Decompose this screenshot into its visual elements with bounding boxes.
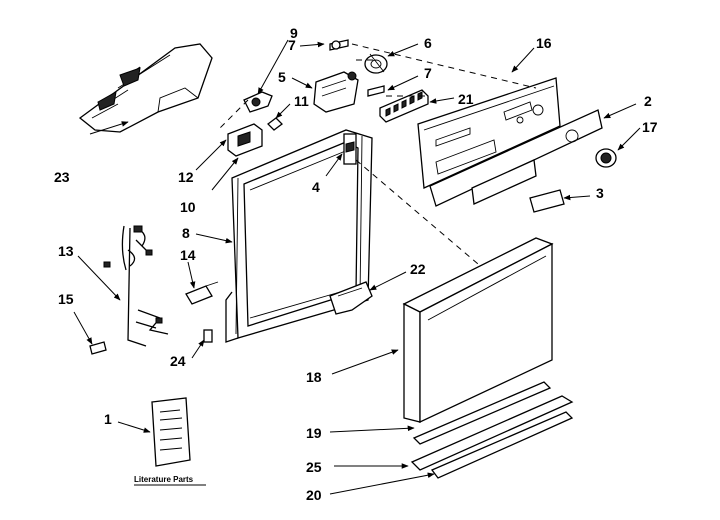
callout-8: 8	[182, 225, 190, 241]
part-5-switch	[313, 71, 359, 113]
callout-6: 6	[424, 35, 432, 51]
assembly-lines	[219, 43, 537, 265]
part-18-door-panel	[402, 237, 554, 424]
part-16-control-panel	[417, 77, 561, 189]
part-6-cam	[364, 53, 388, 74]
callouts: 9 7 6 16 5 7 21 11 2 17 12 4 3 10 23 8 1…	[54, 25, 658, 503]
callout-4: 4	[312, 179, 320, 195]
leader-lines	[73, 39, 641, 495]
part-17-knob	[595, 148, 617, 168]
part-7-screw-lower	[367, 85, 385, 97]
callout-24: 24	[170, 353, 186, 369]
callout-9: 9	[290, 25, 298, 41]
callout-18: 18	[306, 369, 322, 385]
callout-19: 19	[306, 425, 322, 441]
callout-20: 20	[306, 487, 322, 503]
part-8-door-frame	[225, 129, 373, 343]
callout-15: 15	[58, 291, 74, 307]
part-23-vent	[78, 43, 213, 133]
part-19-trim	[412, 381, 552, 445]
callout-17: 17	[642, 119, 658, 135]
part-14-connector	[185, 281, 219, 305]
callout-2: 2	[644, 93, 652, 109]
callout-23: 23	[54, 169, 70, 185]
part-24-clip	[203, 329, 213, 343]
part-1-literature	[151, 397, 191, 467]
part-2-front-panel	[429, 109, 603, 207]
callout-10: 10	[180, 199, 196, 215]
callout-16: 16	[536, 35, 552, 51]
callout-3: 3	[596, 185, 604, 201]
part-3-badge	[529, 189, 565, 213]
part-22-clip	[329, 281, 373, 315]
part-9-clip	[243, 91, 273, 113]
callout-7-upper: 7	[288, 37, 296, 53]
part-10-hinge	[227, 123, 263, 157]
callout-25: 25	[306, 459, 322, 475]
callout-14: 14	[180, 247, 196, 263]
callout-7-lower: 7	[424, 65, 432, 81]
callout-1: 1	[104, 411, 112, 427]
callout-13: 13	[58, 243, 74, 259]
part-15-terminal	[89, 341, 107, 355]
part-20-bottom-strip	[410, 395, 574, 479]
callout-5: 5	[278, 69, 286, 85]
literature-caption: Literature Parts	[134, 475, 194, 484]
part-11-screw	[267, 117, 283, 131]
callout-12: 12	[178, 169, 194, 185]
callout-22: 22	[410, 261, 426, 277]
part-7-screw-upper	[329, 39, 349, 51]
callout-21: 21	[458, 91, 474, 107]
part-21-bracket	[379, 89, 429, 123]
part-13-wire-harness	[103, 225, 169, 347]
part-4-latch	[343, 133, 357, 165]
callout-11: 11	[294, 93, 309, 109]
